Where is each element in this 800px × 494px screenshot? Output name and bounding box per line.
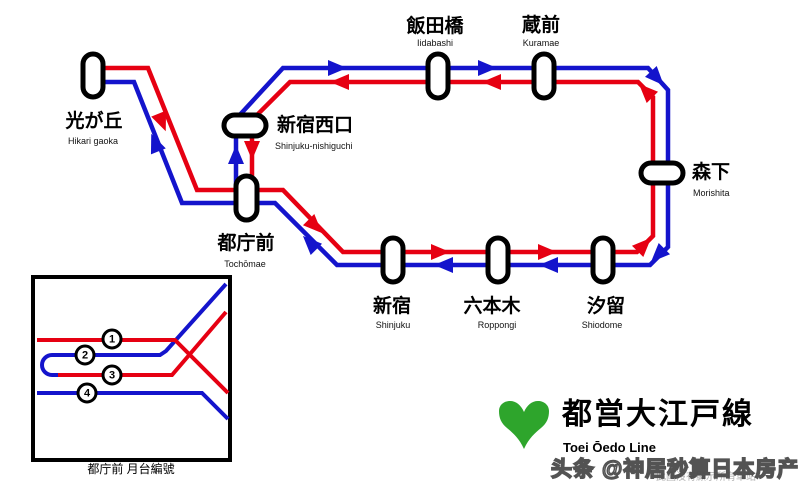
platform-3-badge: 3 (101, 364, 123, 386)
red-counterclockwise-line (104, 65, 656, 255)
arrow-icon (330, 74, 349, 90)
station-romaji-morishita: Morishita (693, 188, 730, 198)
arrow-icon (478, 60, 497, 76)
inset-caption: 都庁前 月台編號 (87, 462, 175, 476)
station-markers (80, 51, 686, 285)
arrow-icon (434, 257, 453, 273)
station-romaji-tochomae: Tochōmae (224, 259, 266, 269)
arrow-icon (482, 74, 501, 90)
arrow-icon (631, 237, 652, 258)
station-marker-hikarigaoka (80, 51, 106, 100)
station-romaji-shinjuku-nishiguchi: Shinjuku-nishiguchi (275, 141, 353, 151)
direction-arrows-red (151, 74, 659, 260)
arrow-icon (150, 133, 166, 155)
station-label-shiodome: 汐留 (586, 296, 626, 317)
line-subtitle: Toei Ōedo Line (563, 440, 656, 455)
station-marker-kuramae (531, 51, 557, 101)
inset-red-track-1 (37, 338, 230, 395)
station-romaji-kuramae: Kuramae (522, 38, 560, 48)
arrow-icon (151, 110, 167, 132)
station-marker-morishita (638, 160, 686, 186)
station-romaji-roppongi: Roppongi (477, 320, 517, 330)
inset-blue-track-2 (40, 282, 228, 377)
station-romaji-shinjuku: Shinjuku (375, 320, 411, 330)
arrow-icon (538, 244, 557, 260)
station-romaji-shiodome: Shiodome (581, 320, 623, 330)
arrow-icon (431, 244, 450, 260)
station-marker-shiodome (590, 235, 616, 285)
arrow-icon (645, 65, 664, 86)
tochomae-platform-inset (31, 275, 232, 462)
station-label-kuramae: 蔵前 (521, 15, 561, 36)
platform-4-badge: 4 (76, 382, 98, 404)
station-label-shinjuku-nishiguchi: 新宿西口 (277, 115, 354, 136)
station-label-tochomae: 都庁前 (217, 233, 275, 254)
inset-frame (31, 275, 232, 462)
line-title: 都営大江戸線 (562, 398, 754, 431)
station-marker-shinjuku (380, 235, 406, 285)
arrow-icon (638, 83, 659, 104)
watermark-text: 头条 @神居秒算日本房产 (550, 457, 800, 482)
arrow-icon (302, 213, 323, 234)
station-marker-tochomae (233, 173, 260, 223)
station-label-iidabashi: 飯田橋 (406, 16, 464, 37)
station-romaji-iidabashi: Iidabashi (416, 38, 454, 48)
ginkgo-leaf-icon (499, 401, 549, 449)
station-marker-iidabashi (425, 51, 451, 101)
arrow-icon (244, 141, 260, 160)
platform-2-badge: 2 (74, 344, 96, 366)
direction-arrows-blue (150, 60, 671, 273)
arrow-icon (228, 145, 244, 164)
station-label-morishita: 森下 (692, 162, 731, 183)
station-label-roppongi: 六本木 (463, 296, 521, 317)
arrow-icon (650, 242, 671, 263)
map-note: 此圖沒有顯示所有車站 (656, 472, 756, 483)
inset-red-track-3 (58, 310, 228, 377)
station-romaji-hikarigaoka: Hikari gaoka (67, 136, 119, 146)
station-marker-shinjuku-nishiguchi (221, 112, 269, 139)
station-label-shinjuku: 新宿 (372, 296, 412, 317)
arrow-icon (328, 60, 347, 76)
arrow-icon (302, 235, 323, 256)
platform-1-badge: 1 (101, 328, 123, 350)
arrow-icon (539, 257, 558, 273)
station-marker-roppongi (485, 235, 511, 285)
station-label-hikarigaoka: 光が丘 (65, 111, 123, 132)
